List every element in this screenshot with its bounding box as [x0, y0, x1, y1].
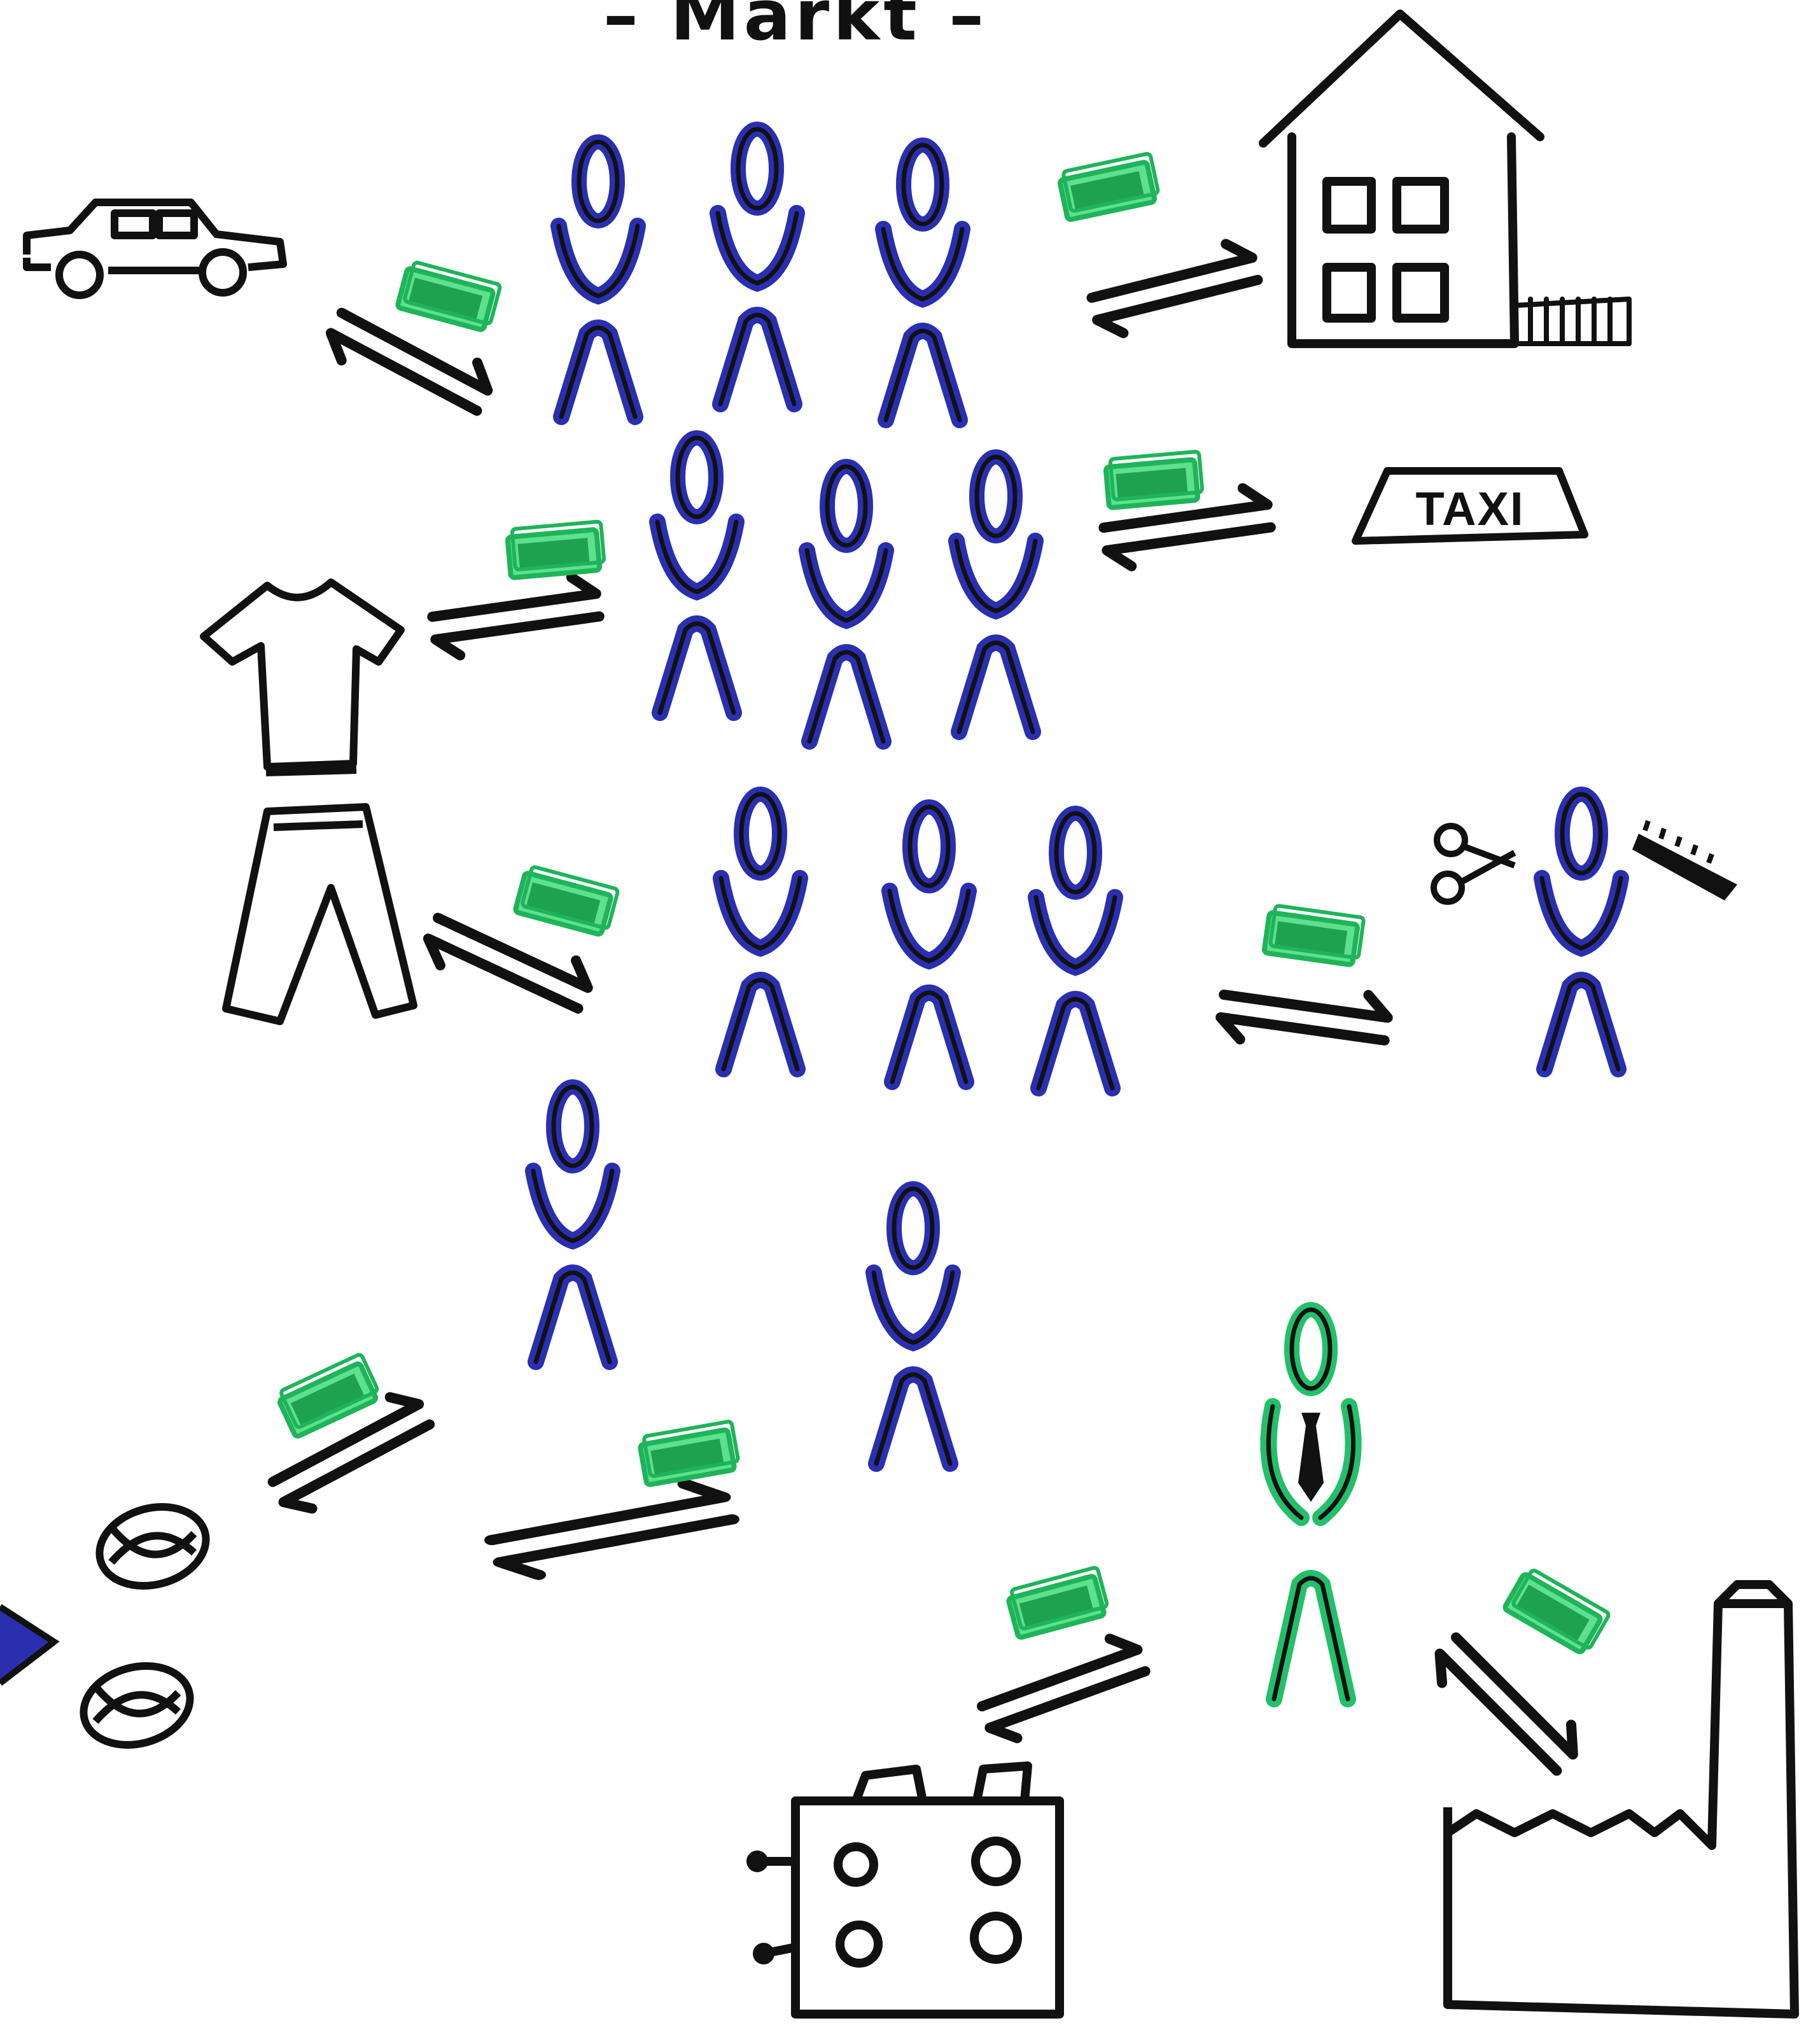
person-icon [1036, 813, 1115, 1088]
person-icon [657, 438, 736, 713]
person-icon [956, 457, 1035, 732]
car-icon [27, 202, 283, 295]
person-icon [1542, 794, 1621, 1069]
taxi-sign-label: TAXI [1415, 482, 1524, 535]
machine-icon [751, 1766, 1060, 2014]
person-icon [874, 1189, 953, 1464]
person-icon [718, 129, 797, 404]
trousers-icon [226, 807, 414, 1021]
diagram-title: – Markt – [603, 0, 988, 56]
people-group [533, 129, 1621, 1464]
partial-icon [0, 1607, 54, 1683]
person-icon [883, 145, 962, 420]
tshirt-icon [204, 582, 401, 771]
taxi-sign-icon: TAXI [1355, 471, 1585, 541]
house-icon [1263, 14, 1629, 344]
person-icon [721, 794, 800, 1069]
pretzel-icon [74, 1495, 214, 1756]
person-icon [807, 466, 886, 741]
factory-icon [1448, 1585, 1795, 2014]
person-icon [559, 142, 638, 417]
comb-icon [1632, 821, 1737, 900]
businessman-icon [1268, 1310, 1353, 1699]
person-icon [533, 1087, 612, 1362]
scissors-icon [1434, 826, 1515, 902]
person-icon [890, 807, 969, 1082]
